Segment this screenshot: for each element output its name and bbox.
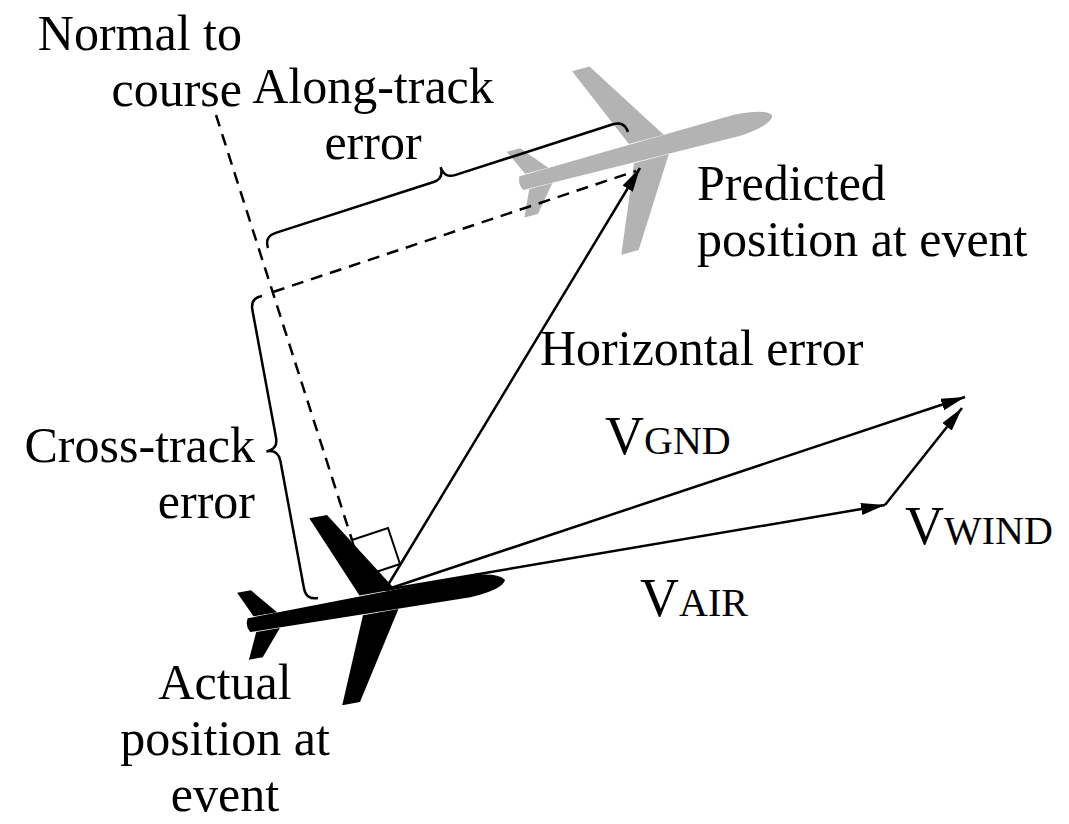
error-vector [385,168,640,590]
label-slot: VGND [605,406,731,471]
aircraft-wing [572,53,664,154]
velocity-vector [385,505,885,590]
label-slot: Horizontal error [540,320,863,376]
position-label: Predicted position at event [697,155,1042,267]
vector-label: VWIND [905,496,1053,561]
label-slot: VAIR [640,568,748,633]
label-slot: Cross-track error [10,417,255,529]
vector-label: VAIR [640,568,748,633]
annotation-label: Along-track error [213,58,533,170]
course-line [273,171,636,292]
aircraft-wing [327,609,413,705]
right-angle-marker [352,528,400,576]
vector-label: VGND [605,406,731,471]
aircraft-fuselage [245,569,507,636]
dimension-brace [267,123,628,248]
aircraft-tail [237,587,277,619]
annotation-label: Horizontal error [540,320,863,376]
annotation-label: Cross-track error [10,417,255,529]
velocity-vector [385,397,965,590]
label-slot: VWIND [905,496,1053,561]
velocity-vector [885,408,962,505]
label-slot: Along-track error [213,58,533,170]
label-slot: Actual position at event [110,654,340,822]
aircraft-wing [309,506,395,602]
aircraft-wing [599,154,691,255]
label-slot: Predicted position at event [697,155,1042,267]
label-slot: Normal to course [12,5,242,117]
position-label: Actual position at event [110,654,340,822]
dimension-brace [252,296,318,598]
annotation-label: Normal to course [12,5,242,117]
